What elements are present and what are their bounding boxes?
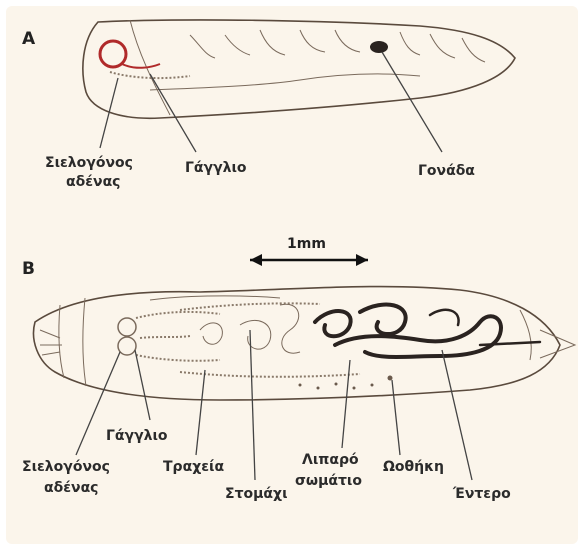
- label-a-salivary-gland-1: Σιελογόνος: [45, 155, 133, 171]
- label-b-fat-body-2: σωμάτιο: [295, 473, 362, 489]
- label-a-ganglion: Γάγγλιο: [185, 160, 247, 176]
- label-b-salivary-gland-1: Σιελογόνος: [22, 459, 110, 475]
- label-b-stomach: Στομάχι: [225, 486, 288, 502]
- gonad-a: [370, 41, 388, 53]
- fat-body-b: [299, 376, 393, 390]
- label-b-trachea: Τραχεία: [163, 459, 224, 475]
- larva-a-body: [83, 20, 515, 118]
- label-b-fat-body-1: Λιπαρό: [302, 452, 359, 468]
- label-a-gonad: Γονάδα: [418, 163, 475, 179]
- label-b-salivary-gland-2: αδένας: [44, 480, 98, 496]
- stomach-b: [200, 323, 222, 344]
- label-b-intestine: Έντερο: [452, 486, 511, 502]
- panel-a-letter: A: [22, 29, 36, 49]
- label-a-salivary-gland-2: αδένας: [66, 174, 120, 190]
- salivary-gland-a: [100, 41, 160, 68]
- scale-bar: 1mm: [250, 236, 368, 266]
- scale-bar-label: 1mm: [287, 236, 326, 252]
- label-b-oviduct: Ωοθήκη: [383, 459, 444, 475]
- ganglion-b: [140, 336, 190, 338]
- panel-b-letter: B: [22, 259, 35, 279]
- label-b-ganglion: Γάγγλιο: [106, 428, 168, 444]
- intestine-b: [315, 305, 540, 357]
